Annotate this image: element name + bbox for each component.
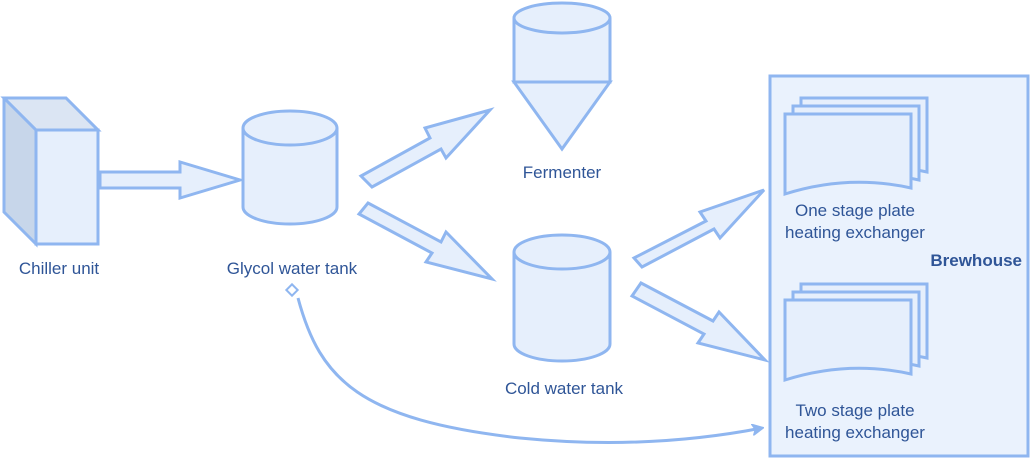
two-stage-exchanger[interactable]: Two stage plate heating exchanger <box>783 282 929 442</box>
chiller-unit[interactable]: Chiller unit <box>0 96 102 278</box>
one-stage-exchanger[interactable]: One stage plate heating exchanger <box>783 96 929 242</box>
arrow-cold-to-two-stage <box>629 281 770 363</box>
arrow-glycol-to-fermenter <box>358 107 495 189</box>
cylinder-icon <box>241 109 339 226</box>
connector-glycol-to-brewhouse <box>284 282 762 445</box>
cylinder-icon <box>512 233 612 363</box>
cube-icon <box>0 96 102 248</box>
arrow-chiller-to-glycol <box>98 159 246 201</box>
fermenter[interactable]: Fermenter <box>511 1 613 182</box>
arrow-glycol-to-cold-tank <box>356 201 497 282</box>
glycol-water-tank[interactable]: Glycol water tank <box>227 109 358 278</box>
chiller-label: Chiller unit <box>19 259 100 278</box>
connector-start-diamond <box>284 282 300 298</box>
stacked-documents-icon <box>783 96 929 197</box>
one-stage-label-line1: One stage plate <box>795 201 915 220</box>
one-stage-label-line2: heating exchanger <box>785 223 925 242</box>
cold-water-tank[interactable]: Cold water tank <box>505 233 624 398</box>
arrow-cold-to-one-stage <box>631 188 766 269</box>
two-stage-label-line1: Two stage plate <box>795 401 914 420</box>
glycol-tank-label: Glycol water tank <box>227 259 358 278</box>
brewhouse-label: Brewhouse <box>930 251 1022 270</box>
two-stage-label-line2: heating exchanger <box>785 423 925 442</box>
stacked-documents-icon <box>783 282 929 383</box>
conical-tank-icon <box>511 1 613 152</box>
fermenter-label: Fermenter <box>523 163 602 182</box>
cold-tank-label: Cold water tank <box>505 379 624 398</box>
